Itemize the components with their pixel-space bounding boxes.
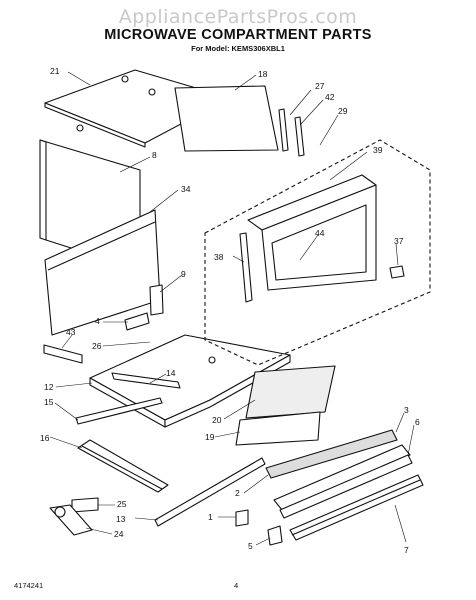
callout-26: 26 <box>92 341 102 351</box>
part-7-channel <box>289 474 424 541</box>
part-43-connector <box>43 344 83 364</box>
callout-44: 44 <box>315 228 325 238</box>
callout-6: 6 <box>415 417 420 427</box>
callout-9: 9 <box>181 269 186 279</box>
callout-4: 4 <box>95 316 100 326</box>
callout-19: 19 <box>205 432 215 442</box>
callout-14: 14 <box>166 368 176 378</box>
page-number: 4 <box>234 581 239 590</box>
document-number: 4174241 <box>14 581 44 590</box>
callout-8: 8 <box>152 150 157 160</box>
callout-25: 25 <box>117 499 127 509</box>
part-37-tab <box>389 265 405 279</box>
part-29-frame-group <box>204 139 431 366</box>
callout-3: 3 <box>404 405 409 415</box>
callout-20: 20 <box>212 415 222 425</box>
callout-43: 43 <box>66 327 76 337</box>
callout-42: 42 <box>325 92 335 102</box>
part-39-frame <box>247 174 377 291</box>
part-20-filter <box>245 365 336 419</box>
callout-29: 29 <box>338 106 348 116</box>
part-19-plate <box>235 411 321 446</box>
callout-37: 37 <box>394 236 404 246</box>
callout-15: 15 <box>44 397 54 407</box>
part-9-bracket <box>149 284 164 316</box>
callout-12: 12 <box>44 382 54 392</box>
callout-38: 38 <box>214 252 224 262</box>
callout-2: 2 <box>235 488 240 498</box>
page-title: MICROWAVE COMPARTMENT PARTS <box>104 27 372 43</box>
part-13-latch-bar <box>154 457 266 527</box>
part-25-bracket <box>71 497 99 513</box>
part-1-bracket <box>235 509 249 527</box>
part-38-side-trim <box>239 232 253 303</box>
part-3-duct <box>273 444 411 511</box>
model-number: For Model: KEMS306XBL1 <box>191 44 285 53</box>
callout-13: 13 <box>116 514 126 524</box>
callout-7: 7 <box>404 545 409 555</box>
part-24-actuator <box>49 504 93 536</box>
callout-21: 21 <box>50 66 60 76</box>
part-5-clip <box>267 525 283 546</box>
callout-39: 39 <box>373 145 383 155</box>
part-16-rail <box>77 439 169 493</box>
callout-24: 24 <box>114 529 124 539</box>
part-2-vent-strip <box>265 429 398 479</box>
part-4-clip <box>124 312 150 331</box>
callout-labels: 21 18 27 42 29 8 39 34 44 37 38 9 4 43 2… <box>40 66 420 555</box>
watermark: AppliancePartsPros.com <box>118 6 358 28</box>
callout-5: 5 <box>248 541 253 551</box>
callout-18: 18 <box>258 69 268 79</box>
part-27-trim <box>278 108 289 152</box>
callout-34: 34 <box>181 184 191 194</box>
part-18-back-panel <box>174 85 279 152</box>
callout-1: 1 <box>208 512 213 522</box>
part-6-channel <box>279 454 413 519</box>
callout-27: 27 <box>315 81 325 91</box>
callout-16: 16 <box>40 433 50 443</box>
part-15-rail <box>75 397 163 425</box>
part-42-trim <box>294 116 305 157</box>
